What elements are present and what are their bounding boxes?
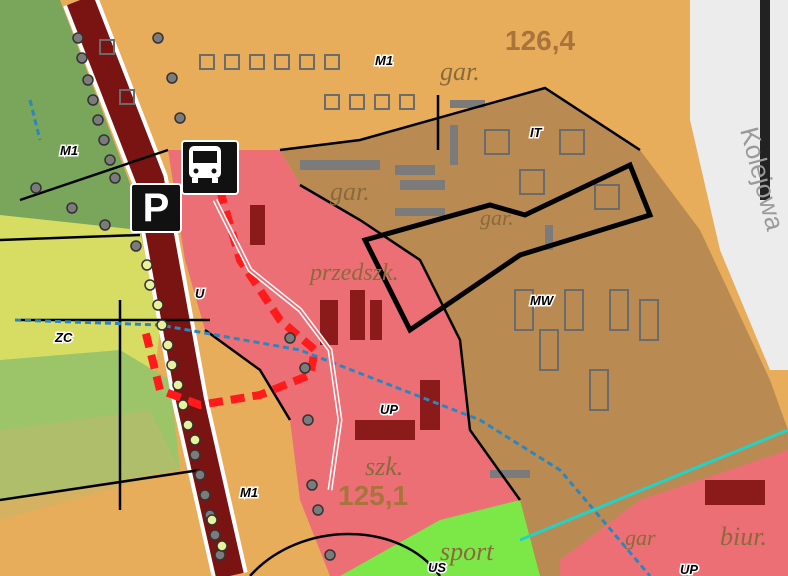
bus-stop-icon[interactable] [181, 140, 239, 195]
sport-label: sport [440, 537, 494, 566]
railway-track [760, 0, 770, 200]
school-label: szk. [365, 452, 403, 481]
buildings-residential [99, 39, 659, 411]
office-label: biur. [720, 522, 767, 551]
utility-line [14, 318, 652, 576]
service-zone[interactable] [168, 150, 520, 576]
cyan-line [519, 428, 788, 542]
footpath-center [214, 199, 342, 491]
zone-label-u: U [195, 286, 205, 301]
sport-zone[interactable] [340, 500, 540, 576]
zone-label-zc: ZC [54, 330, 73, 345]
garage-label-4: gar [625, 525, 656, 550]
elevation-125: 125,1 [338, 480, 408, 511]
buildings-public [250, 205, 765, 505]
zone-boundaries [0, 86, 641, 576]
bus-glyph [189, 146, 221, 183]
yellow-stop-markers [141, 259, 228, 552]
zone-label-up-bottom: UP [680, 562, 698, 576]
zone-label-it: IT [530, 125, 543, 140]
zone-label-m1-bottom: M1 [240, 485, 258, 500]
gray-stop-markers [30, 32, 336, 561]
parking-letter: P [142, 185, 170, 230]
zone-label-us: US [428, 560, 446, 575]
kindergarten-label: przedszk. [308, 260, 399, 286]
zone-label-mw: MW [530, 293, 555, 308]
it-boundary [361, 161, 654, 334]
main-road[interactable] [66, 0, 244, 576]
elevation-126: 126,4 [505, 25, 575, 56]
zone-label-up: UP [380, 402, 398, 417]
garage-label-2: gar. [330, 177, 370, 206]
zone-label-m1-left: M1 [60, 143, 78, 158]
garage-label-3: gar. [480, 205, 514, 230]
parking-icon[interactable]: P [130, 183, 182, 233]
garages [300, 100, 553, 478]
utility-line-short [28, 99, 42, 141]
zone-label-m1-top: M1 [375, 53, 393, 68]
garage-label-1: gar. [440, 57, 480, 86]
bicycle-path[interactable] [141, 188, 320, 410]
